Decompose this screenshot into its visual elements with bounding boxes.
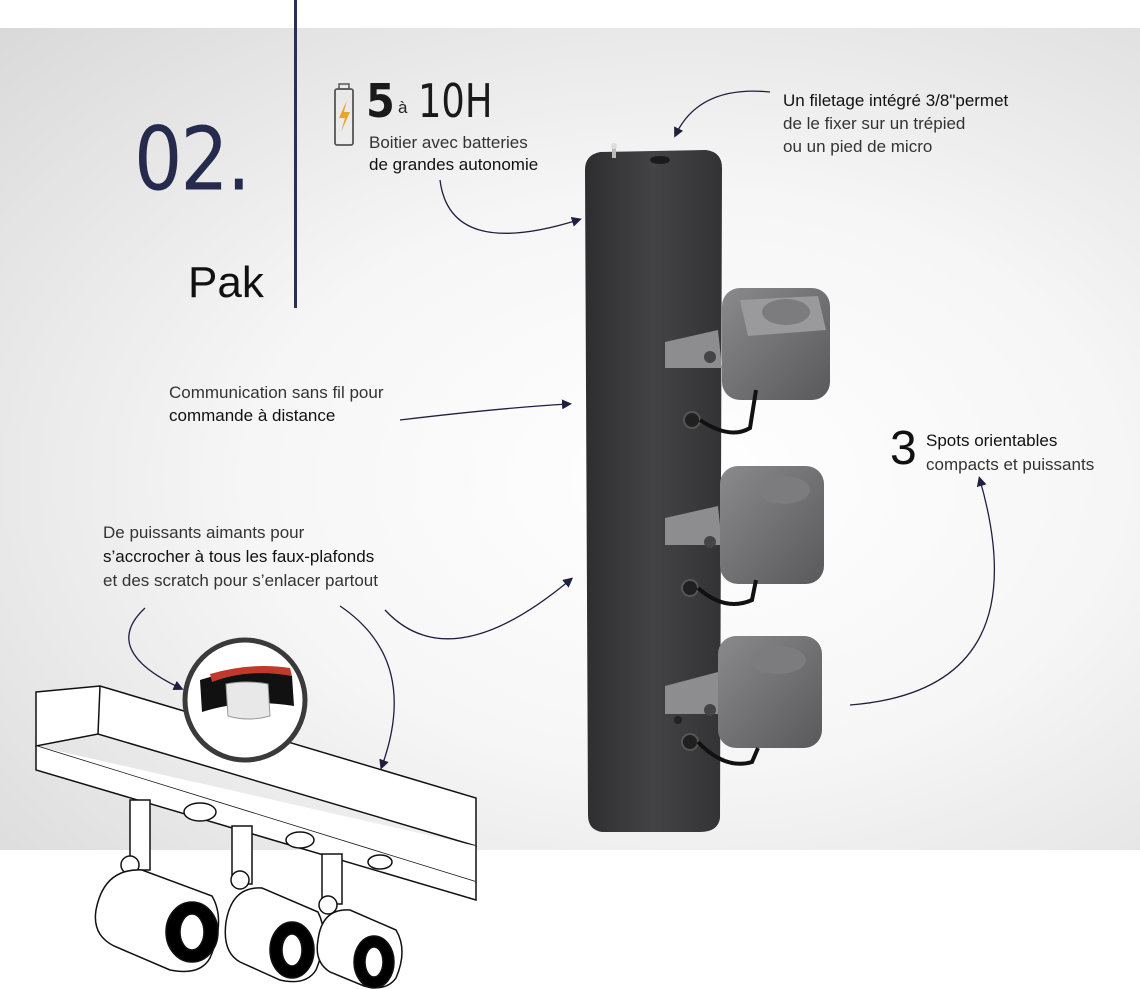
product-name: Pak bbox=[188, 258, 264, 307]
spots-line1: Spots orientables bbox=[926, 431, 1058, 450]
thread-line3: ou un pied de micro bbox=[783, 137, 933, 156]
spot-1 bbox=[665, 288, 830, 435]
spots-count: 3 bbox=[890, 422, 917, 475]
arrow-battery bbox=[439, 179, 582, 234]
magnets-line2: s’accrocher à tous les faux-plafonds bbox=[103, 547, 375, 566]
spots-line2: compacts et puissants bbox=[926, 455, 1095, 474]
drawn-spot-3 bbox=[316, 853, 403, 989]
pak-device bbox=[585, 143, 830, 832]
battery-connector: à bbox=[398, 98, 408, 117]
strap-red-edge bbox=[210, 666, 292, 682]
divider-line bbox=[294, 0, 297, 308]
lightning-icon bbox=[339, 100, 350, 132]
thread-line1: Un filetage intégré 3/8"permet bbox=[783, 91, 1009, 110]
ceiling-mount-drawing bbox=[35, 685, 477, 989]
spot-3 bbox=[665, 636, 822, 766]
wireless-line2: commande à distance bbox=[169, 406, 336, 425]
arrow-magnet-ceiling-2 bbox=[339, 605, 395, 770]
thread-line2: de le fixer sur un trépied bbox=[783, 114, 966, 133]
magnets-line3: et des scratch pour s’enlacer partout bbox=[103, 571, 378, 590]
battery-max-value: 10H bbox=[418, 74, 493, 128]
wireless-line1: Communication sans fil pour bbox=[169, 383, 384, 402]
battery-line2: de grandes autonomie bbox=[369, 155, 539, 174]
battery-min-value: 5 bbox=[366, 74, 395, 128]
spot-2 bbox=[665, 466, 824, 606]
magnets-line1: De puissants aimants pour bbox=[103, 523, 305, 542]
arrow-spots bbox=[849, 476, 995, 706]
magnet-strap-detail bbox=[182, 637, 308, 763]
drawn-spot-1 bbox=[94, 799, 220, 973]
arrow-thread bbox=[674, 90, 771, 138]
section-number: 02. bbox=[134, 108, 251, 211]
battery-icon bbox=[334, 83, 354, 146]
arrow-magnet-pole bbox=[384, 577, 574, 640]
arrow-wireless bbox=[399, 399, 572, 421]
battery-line1: Boitier avec batteries bbox=[369, 133, 528, 152]
drawn-spot-2 bbox=[224, 825, 325, 983]
arrow-magnet-ceiling bbox=[128, 607, 184, 690]
